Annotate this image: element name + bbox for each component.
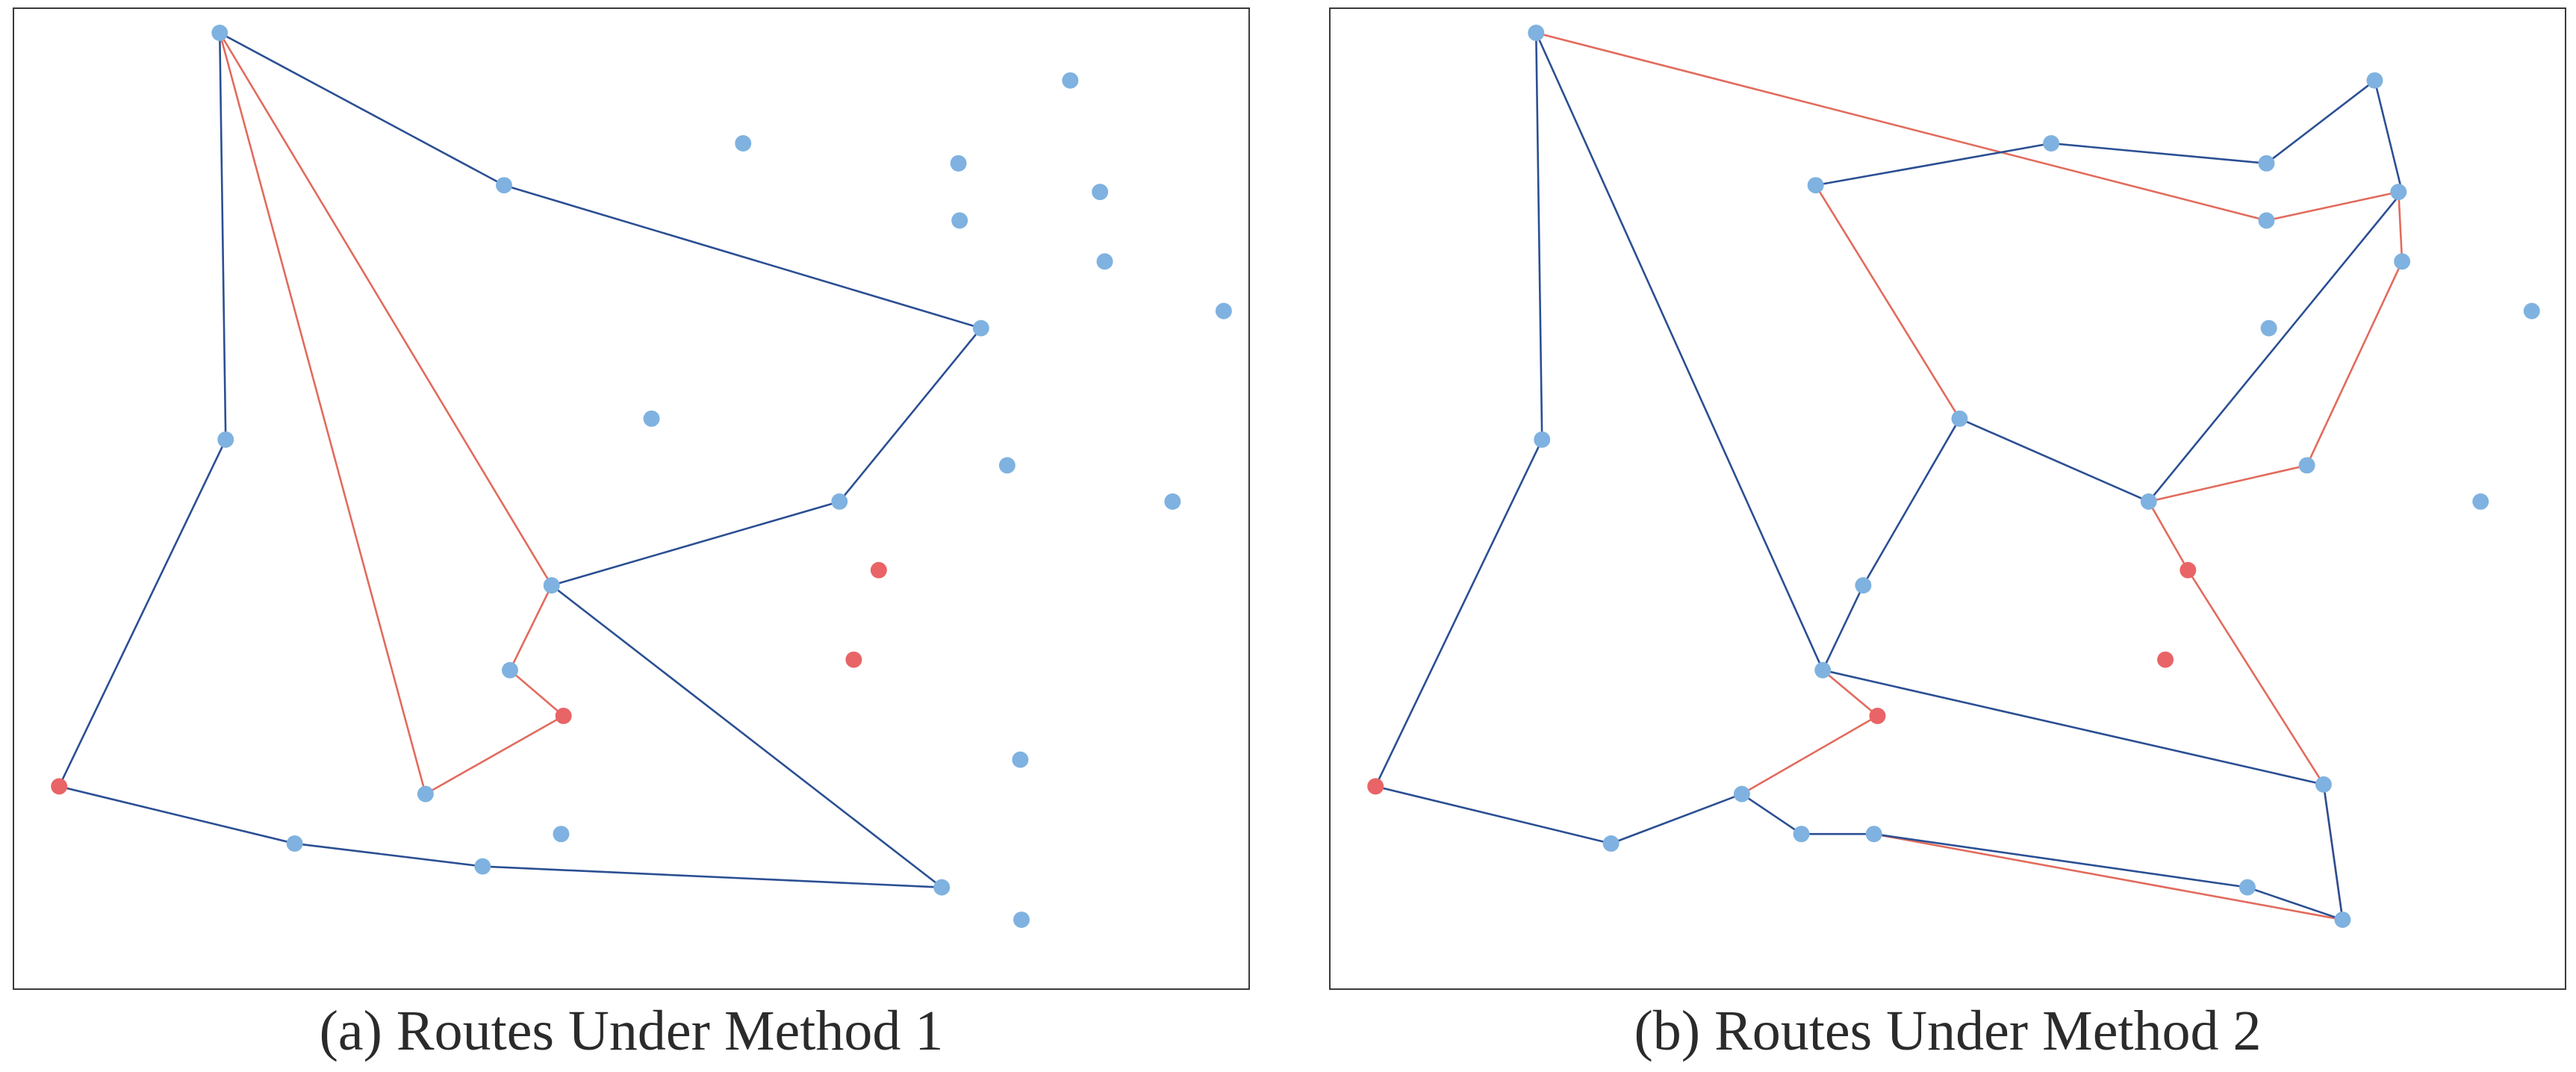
customer-node [474, 858, 491, 875]
customer-node [1528, 25, 1545, 41]
customer-node [735, 135, 752, 152]
customer-node [2140, 493, 2157, 510]
customer-node [2043, 135, 2060, 152]
customer-node [2239, 879, 2256, 896]
customer-node [1793, 826, 1810, 843]
routes-panel-method-2 [1329, 7, 2566, 990]
depot-node [1367, 778, 1384, 795]
customer-node [951, 212, 968, 229]
customer-node [2394, 253, 2411, 270]
customer-node [1096, 253, 1113, 270]
customer-node [998, 457, 1015, 474]
depot-node [870, 561, 887, 579]
customer-node [933, 879, 951, 896]
customer-node [2298, 457, 2315, 474]
customer-node [2258, 155, 2275, 172]
red-route-line [219, 32, 564, 795]
customer-node [286, 835, 303, 852]
routes-plot-method-2 [1367, 25, 2540, 929]
customer-node [502, 661, 518, 679]
customer-node [2260, 320, 2277, 337]
caption-method-1: (a) Routes Under Method 1 [319, 1000, 944, 1062]
customer-node [972, 320, 989, 337]
customer-node [496, 177, 513, 194]
customer-node [543, 577, 560, 594]
customer-node [1164, 493, 1181, 510]
routes-panel-method-1 [13, 7, 1250, 990]
depot-node [51, 778, 68, 795]
customer-node [2472, 493, 2489, 510]
depot-node [2157, 651, 2174, 668]
customer-node [2258, 212, 2275, 229]
customer-node [2334, 911, 2351, 929]
red-route-line [1741, 669, 1879, 795]
depot-node [2180, 561, 2197, 579]
customer-node [553, 826, 570, 843]
customer-node [1951, 410, 1968, 427]
customer-node [2523, 302, 2540, 320]
depot-node [845, 651, 862, 668]
customer-node [1865, 826, 1882, 843]
customer-node [950, 155, 967, 172]
customer-node [1215, 302, 1232, 320]
customer-node [1012, 751, 1029, 768]
customer-node [211, 25, 228, 41]
blue-route-line [1815, 79, 2404, 671]
customer-node [1013, 911, 1030, 929]
customer-node [417, 785, 434, 803]
customer-node [1092, 184, 1109, 201]
caption-method-2: (b) Routes Under Method 2 [1634, 1000, 2262, 1062]
customer-node [2390, 184, 2407, 201]
customer-node [1733, 785, 1750, 803]
customer-node [1602, 835, 1620, 852]
blue-route-line [1374, 32, 2344, 921]
customer-node [217, 431, 234, 448]
customer-node [831, 493, 848, 510]
blue-route-line [57, 31, 983, 888]
depot-node [555, 707, 572, 724]
customer-node [1814, 661, 1832, 679]
customer-node [1534, 431, 1551, 448]
red-route-line [1814, 184, 1961, 420]
customer-node [1855, 577, 1872, 594]
customer-node [1807, 177, 1824, 194]
routes-plot-method-1 [51, 25, 1232, 929]
customer-node [2315, 776, 2332, 793]
customer-node [1062, 72, 1079, 89]
customer-node [643, 410, 660, 427]
customer-node [2366, 72, 2383, 89]
depot-node [1869, 707, 1886, 724]
